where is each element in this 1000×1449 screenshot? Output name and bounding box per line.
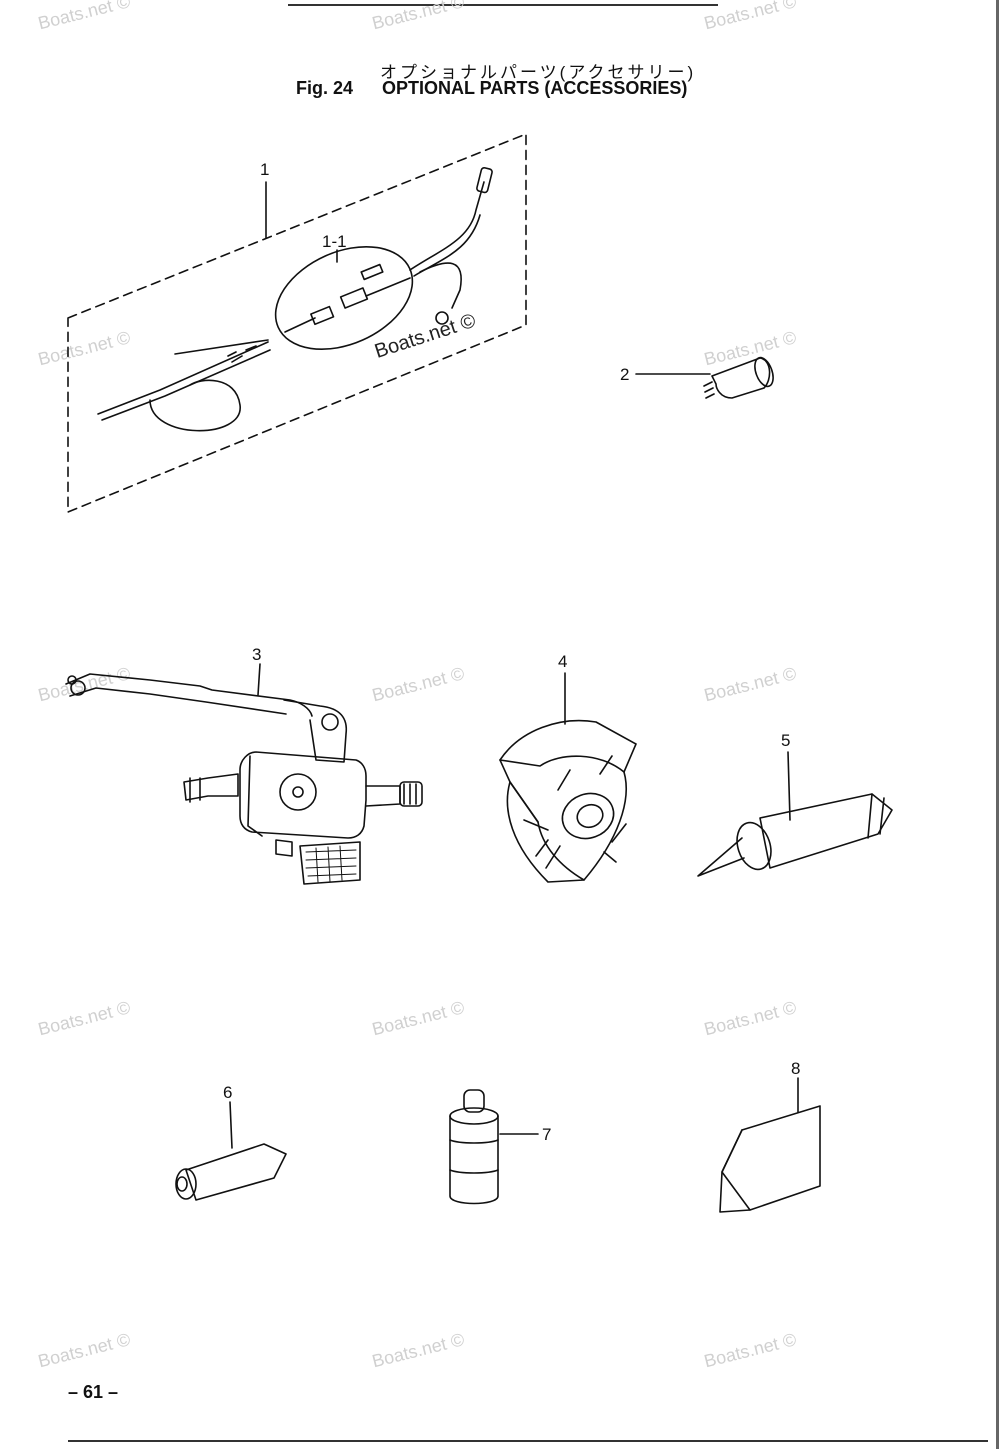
- figure-title-text: OPTIONAL PARTS (ACCESSORIES): [382, 78, 688, 98]
- callout-1-1: 1-1: [322, 232, 347, 251]
- rotor-upper-arc: [499, 719, 637, 773]
- grip-pad-hatch: [305, 845, 357, 883]
- right-knob: [399, 781, 423, 807]
- page-number: – 61 –: [68, 1382, 119, 1402]
- dashed-kit-outline: [67, 133, 527, 513]
- left-fitting-ribs: [189, 777, 201, 803]
- right-knob-knurl: [403, 783, 417, 805]
- part-7-bottle: 7: [449, 1089, 551, 1205]
- ring-terminal: [435, 311, 449, 325]
- figure-number: Fig. 24: [296, 78, 354, 98]
- lever-pivot-housing: [283, 699, 348, 763]
- fitting-end: [754, 356, 774, 388]
- bottle-cap: [463, 1089, 485, 1113]
- leader-line-3: [257, 663, 261, 696]
- connector-a: [310, 305, 335, 326]
- rotor-spokes-2: [523, 819, 617, 869]
- title-japanese: オプショナルパーツ(アクセサリー): [380, 63, 697, 82]
- throttle-dial: [279, 773, 317, 811]
- tube-crimp: [867, 793, 885, 839]
- part-4-rotor: 4: [499, 652, 637, 883]
- lock-button: [275, 839, 293, 857]
- callout-8: 8: [791, 1059, 800, 1078]
- wire-left: [284, 317, 316, 333]
- rotor-left-edge: [499, 759, 539, 823]
- grease-tube-cap: [175, 1168, 197, 1200]
- part-2-fitting: 2: [620, 356, 774, 399]
- detail-ellipse: [274, 245, 414, 351]
- harness-loop: [149, 379, 241, 432]
- bottle-label-lines: [449, 1139, 499, 1174]
- leader-line-6: [229, 1101, 233, 1149]
- top-rule: [288, 4, 718, 6]
- callout-6: 6: [223, 1083, 232, 1102]
- figure-title: Fig. 24 OPTIONAL PARTS (ACCESSORIES): [296, 78, 687, 99]
- harness-lead-1: [97, 341, 269, 415]
- control-box-body: [239, 751, 367, 839]
- throttle-dial-center: [292, 786, 304, 798]
- fitting-thread: [703, 381, 715, 399]
- tube-cap-ring: [736, 821, 772, 871]
- bottom-rule: [68, 1440, 988, 1442]
- connector-b: [339, 287, 369, 309]
- pivot-screw: [321, 713, 339, 731]
- box-side-edge: [247, 755, 263, 837]
- tube-nozzle: [697, 837, 745, 877]
- harness-lead-3: [174, 339, 269, 355]
- harness-lead-2: [101, 349, 271, 421]
- rotor-bore: [576, 803, 604, 829]
- lever-arm-lower: [69, 687, 287, 715]
- lever-knob: [70, 680, 86, 696]
- callout-1: 1: [260, 160, 269, 179]
- tube-body: [759, 793, 893, 869]
- part-3-remote-control: 3: [65, 645, 423, 885]
- bottle-body: [449, 1115, 499, 1205]
- callout-5: 5: [781, 731, 790, 750]
- callout-4: 4: [558, 652, 567, 671]
- rotor-spokes: [535, 755, 627, 857]
- page-edge: [996, 0, 999, 1449]
- bottle-shoulder: [449, 1107, 499, 1125]
- packet-body: [721, 1105, 821, 1211]
- wire-marks: [227, 345, 257, 363]
- lever-arm: [65, 673, 313, 717]
- ground-wire: [419, 262, 462, 309]
- left-fitting: [183, 773, 239, 801]
- rotor-hub: [561, 792, 615, 840]
- grease-tube-cap-inner: [176, 1176, 188, 1192]
- part-6-grease-tube: 6: [175, 1083, 287, 1201]
- callout-3: 3: [252, 645, 261, 664]
- lever-knob-detail: [67, 675, 77, 685]
- part-5-sealant-tube: 5: [697, 731, 893, 877]
- fuse: [360, 263, 384, 281]
- leader-line-5: [787, 751, 791, 821]
- harness-wire-upper: [409, 181, 485, 271]
- part-1-harness-group: 1 1-1: [67, 133, 527, 513]
- right-fitting: [365, 785, 401, 807]
- callout-2: 2: [620, 365, 629, 384]
- grease-tube-body: [185, 1143, 287, 1201]
- grip-pad: [299, 841, 361, 885]
- fitting-body: [711, 357, 771, 399]
- rotor-lower-arc: [506, 781, 585, 883]
- callout-7: 7: [542, 1125, 551, 1144]
- terminal-cap: [476, 166, 493, 194]
- rotor-right-edge: [583, 771, 627, 881]
- wire-right: [365, 277, 411, 297]
- part-8-packet: 8: [719, 1059, 821, 1213]
- packet-side: [719, 1129, 751, 1213]
